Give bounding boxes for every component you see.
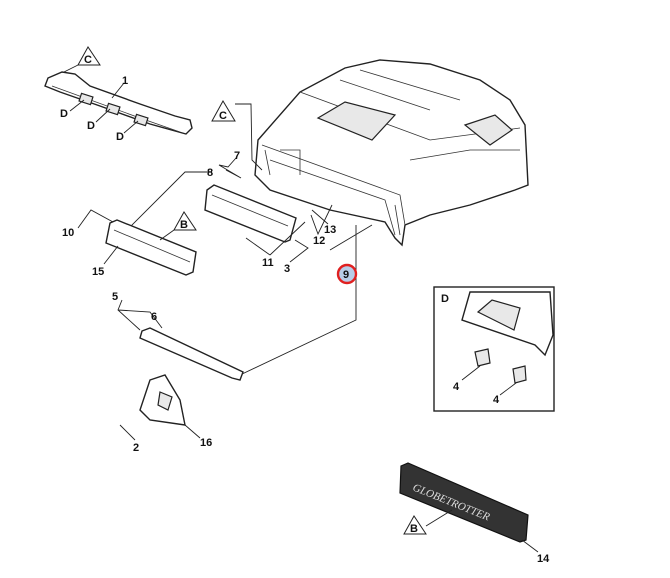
svg-text:B: B (410, 523, 418, 535)
svg-text:D: D (441, 293, 449, 305)
svg-text:C: C (219, 110, 227, 122)
ref-b-badge: B (403, 509, 453, 535)
part-7-grille-frame[interactable] (204, 184, 297, 243)
callout-14[interactable]: 14 (537, 553, 550, 565)
callout-1[interactable]: 1 (122, 75, 128, 87)
svg-text:B: B (180, 219, 188, 231)
callout-4b[interactable]: 4 (493, 394, 500, 406)
callout-6[interactable]: 6 (151, 311, 157, 323)
callout-8[interactable]: 8 (207, 167, 213, 179)
callout-15[interactable]: 15 (92, 266, 104, 278)
svg-text:C: C (84, 54, 92, 66)
callout-11[interactable]: 11 (262, 257, 274, 269)
ref-b-mid: B (159, 211, 197, 241)
callout-4a[interactable]: 4 (453, 381, 460, 393)
part-1-trim-bar[interactable] (44, 71, 193, 135)
callout-12[interactable]: 12 (313, 235, 325, 247)
detail-d-box: D 4 4 (433, 286, 555, 412)
part-5-lower-strip[interactable] (139, 327, 244, 381)
roof-assembly[interactable] (254, 59, 529, 247)
callout-9-highlighted[interactable]: 9 (336, 263, 358, 285)
callout-3[interactable]: 3 (284, 263, 290, 275)
callout-7[interactable]: 7 (234, 150, 240, 162)
part-14-globetrotter-badge[interactable]: GLOBETROTTER (399, 462, 529, 543)
ref-c-upper: C (63, 46, 101, 73)
svg-text:9: 9 (343, 269, 349, 281)
ref-d-1: D (60, 108, 68, 120)
callout-2[interactable]: 2 (133, 442, 139, 454)
ref-d-3: D (116, 131, 124, 143)
ref-c-mid: C (211, 99, 263, 171)
callout-10[interactable]: 10 (62, 227, 74, 239)
callout-13[interactable]: 13 (324, 224, 336, 236)
part-15-grille[interactable] (105, 219, 197, 276)
callout-16[interactable]: 16 (200, 437, 212, 449)
callout-5[interactable]: 5 (112, 291, 118, 303)
ref-d-2: D (87, 120, 95, 132)
part-16-bracket[interactable] (139, 374, 186, 426)
